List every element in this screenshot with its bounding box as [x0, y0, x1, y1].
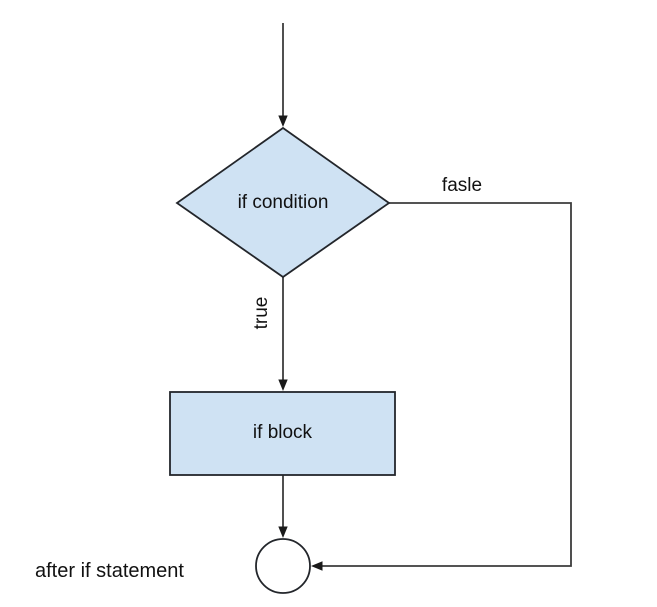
- false-branch-arrowhead: [311, 561, 323, 571]
- end-connector-circle-shape: [255, 538, 311, 594]
- false-branch-line: [322, 202, 572, 567]
- block-to-end-arrowhead: [278, 526, 288, 538]
- entry-arrowhead: [278, 115, 288, 127]
- if-block-rect-shape: [169, 391, 396, 476]
- false-branch-label: fasle: [441, 175, 483, 196]
- true-branch-label: true: [251, 296, 272, 330]
- after-if-statement-label: after if statement: [35, 560, 184, 582]
- true-branch-arrowhead: [278, 379, 288, 391]
- condition-diamond-shape: [175, 126, 391, 279]
- if-block-node-label: if block: [252, 422, 313, 443]
- condition-node-label: if condition: [237, 192, 329, 213]
